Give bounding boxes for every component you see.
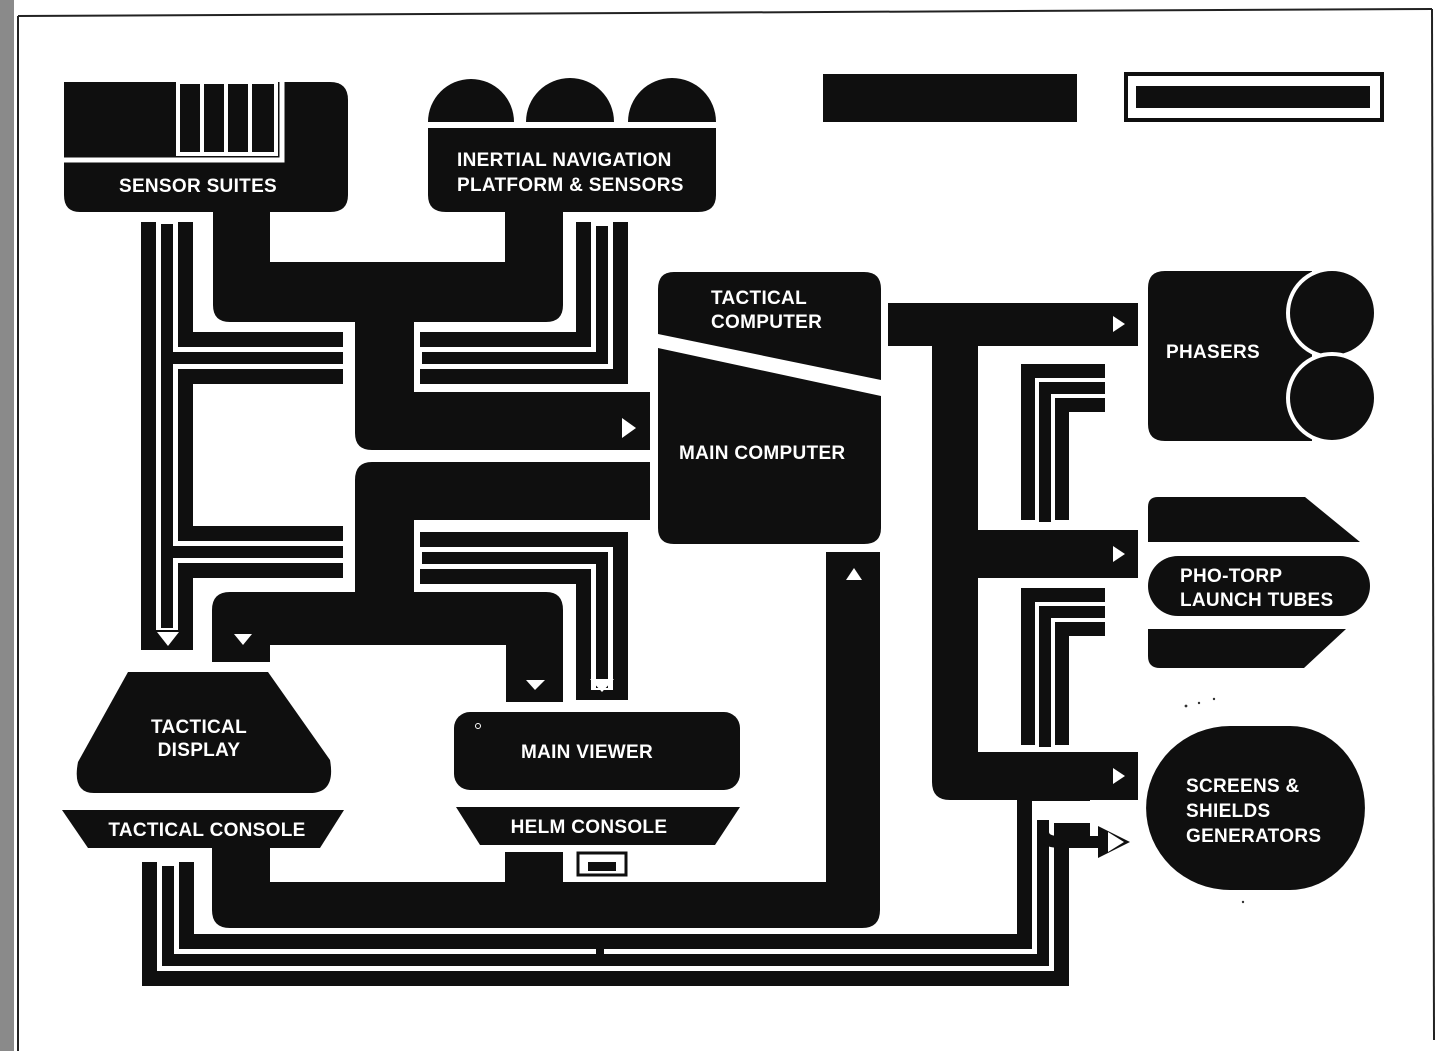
main-computer-to-viewer-pipe: [420, 532, 628, 700]
tactical-computer-label-2: COMPUTER: [711, 312, 822, 333]
arrow-down-tactical-display-2: [234, 634, 252, 645]
scan-specks: [1184, 697, 1245, 904]
arrow-to-phasers-2: [1108, 376, 1126, 400]
shields-label-2: SHIELDS: [1186, 801, 1270, 822]
shields-label-3: GENERATORS: [1186, 826, 1321, 847]
helm-console-node[interactable]: HELM CONSOLE: [456, 807, 740, 845]
tactical-computer-node[interactable]: TACTICAL COMPUTER: [658, 272, 881, 380]
arrow-down-main-viewer-2: [590, 679, 614, 692]
photorp-label-2: LAUNCH TUBES: [1180, 590, 1334, 611]
main-viewer-label: MAIN VIEWER: [521, 742, 653, 763]
main-computer-node[interactable]: MAIN COMPUTER: [658, 348, 881, 544]
inertial-navigation-label-2: PLATFORM & SENSORS: [457, 175, 684, 196]
tactical-computer-label-1: TACTICAL: [711, 288, 807, 309]
flow-arrows: [157, 316, 1130, 858]
sensor-suites-label: SENSOR SUITES: [119, 176, 277, 197]
arrow-down-main-viewer-1: [526, 680, 545, 690]
inertial-nav-pipe: [420, 222, 628, 384]
sensor-suites-pipe: [141, 222, 343, 650]
sensor-to-main-computer-bus: [213, 212, 650, 450]
console-feedback-bus: [212, 552, 880, 928]
arrow-to-phasers-1: [1113, 316, 1125, 332]
legend-bar-solid: [823, 74, 1077, 122]
tactical-console-node[interactable]: TACTICAL CONSOLE: [62, 810, 344, 848]
arrow-to-main-computer: [622, 418, 636, 438]
photorp-branch-pipe: [1021, 588, 1105, 747]
sensor-suites-node[interactable]: SENSOR SUITES: [64, 80, 348, 212]
arrow-up-to-main-computer: [846, 568, 862, 580]
shields-label-1: SCREENS &: [1186, 776, 1300, 797]
photorp-label-1: PHO-TORP: [1180, 566, 1282, 587]
main-viewer-node[interactable]: MAIN VIEWER: [454, 712, 740, 790]
phasers-branch-pipe: [1021, 364, 1105, 522]
tactical-display-node[interactable]: TACTICAL DISPLAY: [76, 672, 332, 793]
tactical-display-label-1: TACTICAL: [151, 717, 247, 738]
helm-console-port: [576, 851, 628, 877]
photorp-launch-tubes-node[interactable]: PHO-TORP LAUNCH TUBES: [1148, 497, 1370, 668]
shields-generators-node[interactable]: SCREENS & SHIELDS GENERATORS: [1146, 726, 1365, 890]
arrow-to-photorp-2: [1108, 600, 1126, 624]
legend-bar-outlined: [1124, 72, 1384, 122]
tactical-console-label: TACTICAL CONSOLE: [108, 820, 305, 841]
phasers-node[interactable]: PHASERS: [1148, 267, 1378, 444]
tactical-display-label-2: DISPLAY: [158, 740, 241, 761]
inertial-navigation-node[interactable]: INERTIAL NAVIGATION PLATFORM & SENSORS: [428, 78, 716, 212]
weapons-trunk: [888, 303, 1138, 800]
helm-console-label: HELM CONSOLE: [511, 817, 668, 838]
arrow-down-tactical-display-1: [157, 632, 179, 646]
main-computer-label: MAIN COMPUTER: [679, 443, 845, 464]
arrow-to-photorp-1: [1113, 546, 1125, 562]
outer-return-loop: [142, 786, 1100, 986]
main-computer-to-displays-bus: [212, 462, 650, 702]
phasers-label: PHASERS: [1166, 342, 1260, 363]
arrow-to-shields-1: [1113, 768, 1125, 784]
inertial-navigation-label-1: INERTIAL NAVIGATION: [457, 150, 672, 171]
